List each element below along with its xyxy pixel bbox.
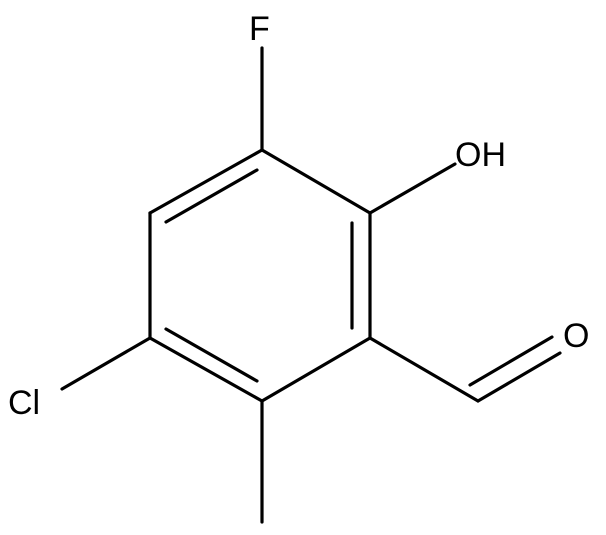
bond-c6-c1 [260,148,372,215]
bond-c-cl [60,336,152,391]
benzene-ring [148,148,372,403]
bond-c-o-double-2 [468,335,554,387]
hydroxyl-label: OH [455,136,506,174]
bond-c3-c4 [148,336,264,403]
bond-c-cho [368,336,480,403]
chlorine-label: Cl [8,384,40,422]
bond-c4-c5 [260,336,372,403]
bond-c1-c2-inner [164,168,259,224]
fluorine-label: F [249,10,270,48]
bond-c1-c2 [148,148,264,215]
carbonyl-oxygen-label: O [563,317,589,355]
bond-c-o-double-1 [476,351,562,403]
bond-c3-c4-inner [164,327,259,383]
bond-c-oh [368,162,457,215]
